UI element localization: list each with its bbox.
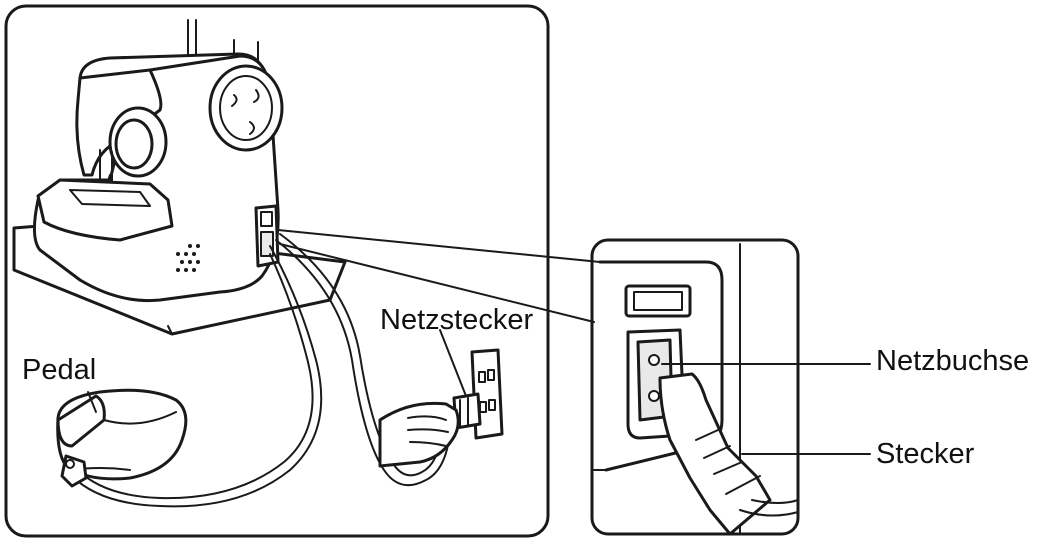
- foot-pedal: [56, 388, 188, 488]
- detail-connector-view: [593, 243, 799, 536]
- hand-with-plug: [378, 392, 482, 468]
- main-panel-frame: [4, 4, 550, 538]
- pedal-cable: [71, 245, 323, 508]
- power-socket-label: Netzbuchse: [876, 345, 1030, 377]
- leader-line-pedal: [87, 391, 97, 413]
- sewing-machine: [33, 19, 284, 303]
- callout-line-top: [277, 229, 601, 263]
- leader-line-netzstecker: [439, 329, 467, 397]
- detail-panel-frame: [590, 238, 800, 536]
- pedal-label: Pedal: [22, 354, 97, 386]
- power-plug-label: Netzstecker: [380, 304, 534, 336]
- plug-label: Stecker: [876, 438, 975, 470]
- callout-line-bottom: [279, 243, 595, 323]
